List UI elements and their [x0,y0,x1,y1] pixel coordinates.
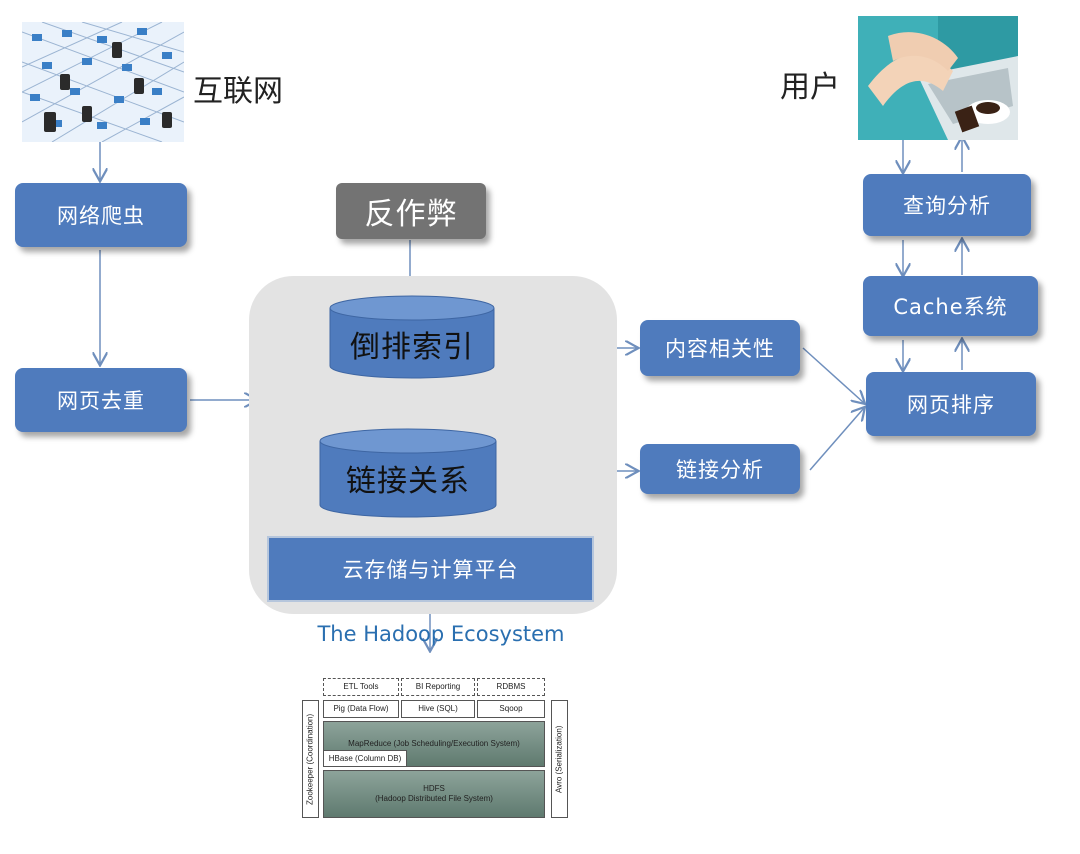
internet-label: 互联网 [193,74,283,109]
inverted-index-cylinder[interactable] [328,294,496,380]
avro-block: Avro (Serialization) [551,700,568,818]
content-relevance-node[interactable]: 内容相关性 [640,320,800,376]
hive-block: Hive (SQL) [401,700,475,718]
user-label: 用户 [780,70,840,105]
etl-tools-block: ETL Tools [323,678,399,696]
hadoop-ecosystem-title: The Hadoop Ecosystem [317,622,565,646]
typing-user-icon [858,16,1018,140]
cloud-platform-bar[interactable]: 云存储与计算平台 [267,536,594,602]
link-relation-cylinder[interactable] [318,427,498,519]
sqoop-block: Sqoop [477,700,545,718]
dedup-node[interactable]: 网页去重 [15,368,187,432]
arrow-analysis-to-ranking [809,408,864,471]
bi-reporting-block: BI Reporting [401,678,475,696]
anti-cheat-node[interactable]: 反作弊 [336,183,486,239]
inverted-index-label: 倒排索引 [350,330,474,365]
hdfs-sublabel: (Hadoop Distributed File System) [375,794,493,803]
page-ranking-node[interactable]: 网页排序 [866,372,1036,436]
pig-block: Pig (Data Flow) [323,700,399,718]
link-relation-label: 链接关系 [346,464,470,499]
query-analysis-node[interactable]: 查询分析 [863,174,1031,236]
crawler-node[interactable]: 网络爬虫 [15,183,187,247]
arrow-relevance-to-ranking [802,347,864,403]
rdbms-block: RDBMS [477,678,545,696]
hdfs-block: HDFS (Hadoop Distributed File System) [323,770,545,818]
zookeeper-block: Zookeeper (Coordination) [302,700,319,818]
hbase-block: HBase (Column DB) [323,750,407,767]
network-grid-icon [22,22,184,142]
link-analysis-node[interactable]: 链接分析 [640,444,800,494]
cache-system-node[interactable]: Cache系统 [863,276,1038,336]
hdfs-label: HDFS [423,784,445,794]
